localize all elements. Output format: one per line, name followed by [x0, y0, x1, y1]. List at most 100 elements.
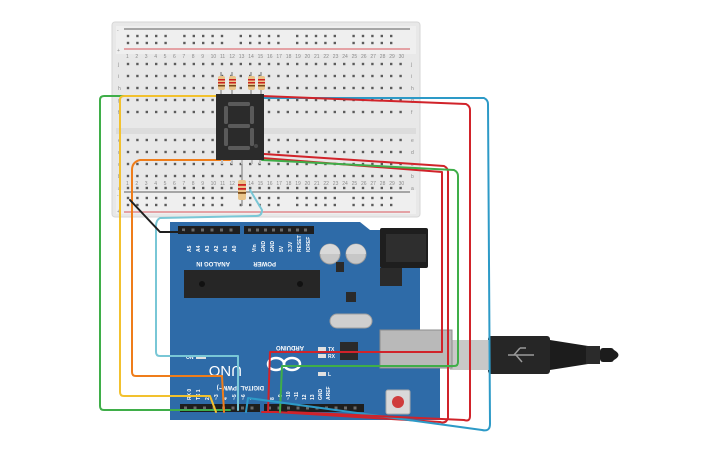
breadboard-hole[interactable]: [352, 138, 355, 142]
breadboard-hole[interactable]: [267, 186, 271, 190]
breadboard-hole[interactable]: [343, 138, 346, 142]
rail-hole[interactable]: [164, 34, 167, 38]
breadboard-hole[interactable]: [399, 62, 402, 66]
header-pin[interactable]: [353, 406, 357, 410]
wires[interactable]: [99, 95, 491, 432]
breadboard-hole[interactable]: [164, 62, 167, 66]
breadboard-hole[interactable]: [155, 138, 158, 142]
breadboard-hole[interactable]: [390, 62, 393, 66]
breadboard-hole[interactable]: [305, 174, 308, 178]
breadboard-hole[interactable]: [126, 186, 130, 190]
breadboard-hole[interactable]: [202, 174, 205, 178]
breadboard-hole[interactable]: [126, 150, 130, 154]
breadboard-hole[interactable]: [277, 174, 280, 178]
rail-hole[interactable]: [220, 41, 224, 45]
breadboard-hole[interactable]: [211, 98, 214, 102]
breadboard-hole[interactable]: [324, 98, 327, 102]
rail-hole[interactable]: [211, 203, 214, 207]
header-pin[interactable]: [280, 228, 283, 232]
rail-hole[interactable]: [277, 203, 280, 207]
rail-hole[interactable]: [267, 196, 271, 200]
breadboard-hole[interactable]: [399, 174, 402, 178]
breadboard-hole[interactable]: [173, 138, 177, 142]
rail-hole[interactable]: [155, 196, 158, 200]
wire-yellow[interactable]: [119, 95, 241, 413]
rail-hole[interactable]: [258, 41, 261, 45]
breadboard-hole[interactable]: [361, 86, 365, 90]
rail-hole[interactable]: [202, 203, 205, 207]
rail-hole[interactable]: [296, 203, 299, 207]
breadboard-hole[interactable]: [239, 162, 242, 166]
breadboard-hole[interactable]: [155, 62, 158, 66]
breadboard-hole[interactable]: [164, 174, 167, 178]
rail-hole[interactable]: [183, 196, 186, 200]
breadboard-hole[interactable]: [192, 138, 195, 142]
breadboard-hole[interactable]: [380, 162, 383, 166]
breadboard-hole[interactable]: [333, 98, 336, 102]
breadboard-hole[interactable]: [277, 150, 280, 154]
breadboard-hole[interactable]: [286, 98, 289, 102]
breadboard-hole[interactable]: [286, 150, 289, 154]
breadboard-hole[interactable]: [390, 174, 393, 178]
rail-hole[interactable]: [249, 41, 252, 45]
rail-hole[interactable]: [145, 203, 148, 207]
breadboard-hole[interactable]: [296, 62, 299, 66]
breadboard-hole[interactable]: [230, 174, 233, 178]
breadboard-hole[interactable]: [258, 186, 261, 190]
breadboard-hole[interactable]: [305, 186, 308, 190]
breadboard-hole[interactable]: [277, 162, 280, 166]
breadboard-hole[interactable]: [314, 74, 318, 78]
breadboard-hole[interactable]: [239, 74, 242, 78]
breadboard-hole[interactable]: [277, 138, 280, 142]
breadboard-hole[interactable]: [202, 150, 205, 154]
breadboard-hole[interactable]: [267, 86, 271, 90]
analog-header[interactable]: [178, 226, 240, 234]
breadboard-hole[interactable]: [324, 138, 327, 142]
rail-hole[interactable]: [371, 203, 374, 207]
power-header[interactable]: [244, 226, 314, 234]
breadboard-hole[interactable]: [136, 150, 139, 154]
breadboard-hole[interactable]: [164, 162, 167, 166]
breadboard-hole[interactable]: [136, 86, 139, 90]
rail-hole[interactable]: [164, 203, 167, 207]
breadboard-hole[interactable]: [173, 174, 177, 178]
breadboard-hole[interactable]: [164, 110, 167, 114]
breadboard-hole[interactable]: [239, 174, 242, 178]
breadboard-hole[interactable]: [333, 174, 336, 178]
breadboard-hole[interactable]: [352, 174, 355, 178]
breadboard-hole[interactable]: [361, 150, 365, 154]
rail-hole[interactable]: [145, 34, 148, 38]
rail-hole[interactable]: [211, 34, 214, 38]
breadboard-hole[interactable]: [192, 86, 195, 90]
rail-hole[interactable]: [267, 41, 271, 45]
rail-hole[interactable]: [371, 196, 374, 200]
breadboard-hole[interactable]: [343, 86, 346, 90]
wire-green-left[interactable]: [99, 95, 231, 411]
breadboard-hole[interactable]: [192, 174, 195, 178]
breadboard-hole[interactable]: [155, 86, 158, 90]
breadboard-hole[interactable]: [352, 150, 355, 154]
breadboard-hole[interactable]: [314, 150, 318, 154]
breadboard-hole[interactable]: [126, 62, 130, 66]
breadboard-hole[interactable]: [286, 74, 289, 78]
rail-hole[interactable]: [380, 41, 383, 45]
rail-hole[interactable]: [314, 203, 318, 207]
header-pin[interactable]: [306, 406, 309, 410]
breadboard-hole[interactable]: [164, 74, 167, 78]
rail-hole[interactable]: [192, 196, 195, 200]
breadboard-hole[interactable]: [371, 62, 374, 66]
breadboard-hole[interactable]: [390, 150, 393, 154]
breadboard-hole[interactable]: [211, 162, 214, 166]
breadboard-hole[interactable]: [314, 186, 318, 190]
breadboard-hole[interactable]: [324, 74, 327, 78]
rail-hole[interactable]: [136, 196, 139, 200]
breadboard-hole[interactable]: [296, 86, 299, 90]
breadboard-hole[interactable]: [333, 186, 336, 190]
breadboard-hole[interactable]: [249, 174, 252, 178]
rail-hole[interactable]: [305, 196, 308, 200]
breadboard-hole[interactable]: [145, 162, 148, 166]
breadboard-hole[interactable]: [192, 62, 195, 66]
breadboard-hole[interactable]: [380, 74, 383, 78]
breadboard-hole[interactable]: [211, 110, 214, 114]
